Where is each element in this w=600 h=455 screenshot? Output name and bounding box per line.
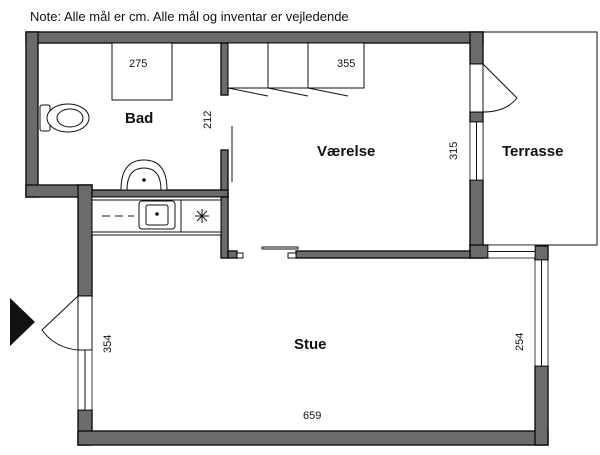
shower-cabinet	[111, 42, 173, 101]
terrace-outline	[482, 31, 598, 246]
left-wall-upper	[25, 31, 39, 198]
top-wall	[25, 31, 484, 44]
wardrobe	[227, 42, 365, 97]
kitchen-partition	[220, 196, 229, 259]
bath-partition-upper	[220, 42, 229, 96]
doors	[41, 63, 518, 351]
dim-stue-right: 254	[514, 333, 526, 351]
room-label-vaerelse: Værelse	[317, 143, 375, 160]
right-wall-mid1	[469, 111, 484, 123]
kitchen-sink-icon	[138, 200, 176, 230]
room-bottom-wall-left	[227, 250, 238, 259]
entry-door-swing	[41, 295, 79, 351]
stove-icon	[195, 209, 209, 223]
windows	[77, 121, 549, 411]
bottom-wall	[77, 430, 549, 446]
dim-bad-width: 275	[129, 58, 147, 70]
dim-stue-width: 659	[303, 410, 321, 422]
sink-icon	[120, 159, 168, 191]
right-wall-top	[469, 31, 484, 65]
bath-bottom-wall	[91, 189, 229, 198]
left-wall-mid	[77, 184, 93, 297]
terrace-door-swing	[482, 63, 518, 113]
right-wall-stue-bottom	[534, 365, 549, 446]
dim-vaerelse-height: 315	[448, 142, 460, 160]
dim-vaerelse-width: 355	[337, 58, 355, 70]
bathroom-fixtures	[39, 42, 173, 191]
right-wall-stue-top	[534, 245, 549, 261]
room-bottom-wall-right	[295, 250, 471, 259]
kitchenette	[91, 196, 222, 236]
dim-stue-left: 354	[102, 335, 114, 353]
room-label-terrasse: Terrasse	[502, 143, 563, 160]
exterior-walls	[25, 31, 549, 446]
plan-note: Note: Alle mål er cm. Alle mål og invent…	[30, 9, 349, 24]
room-label-stue: Stue	[294, 336, 327, 353]
dim-bad-height: 212	[202, 111, 214, 129]
corner-wall	[469, 244, 489, 259]
toilet-icon	[39, 103, 90, 133]
room-label-bad: Bad	[125, 110, 153, 127]
entry-arrow-icon	[10, 298, 35, 346]
